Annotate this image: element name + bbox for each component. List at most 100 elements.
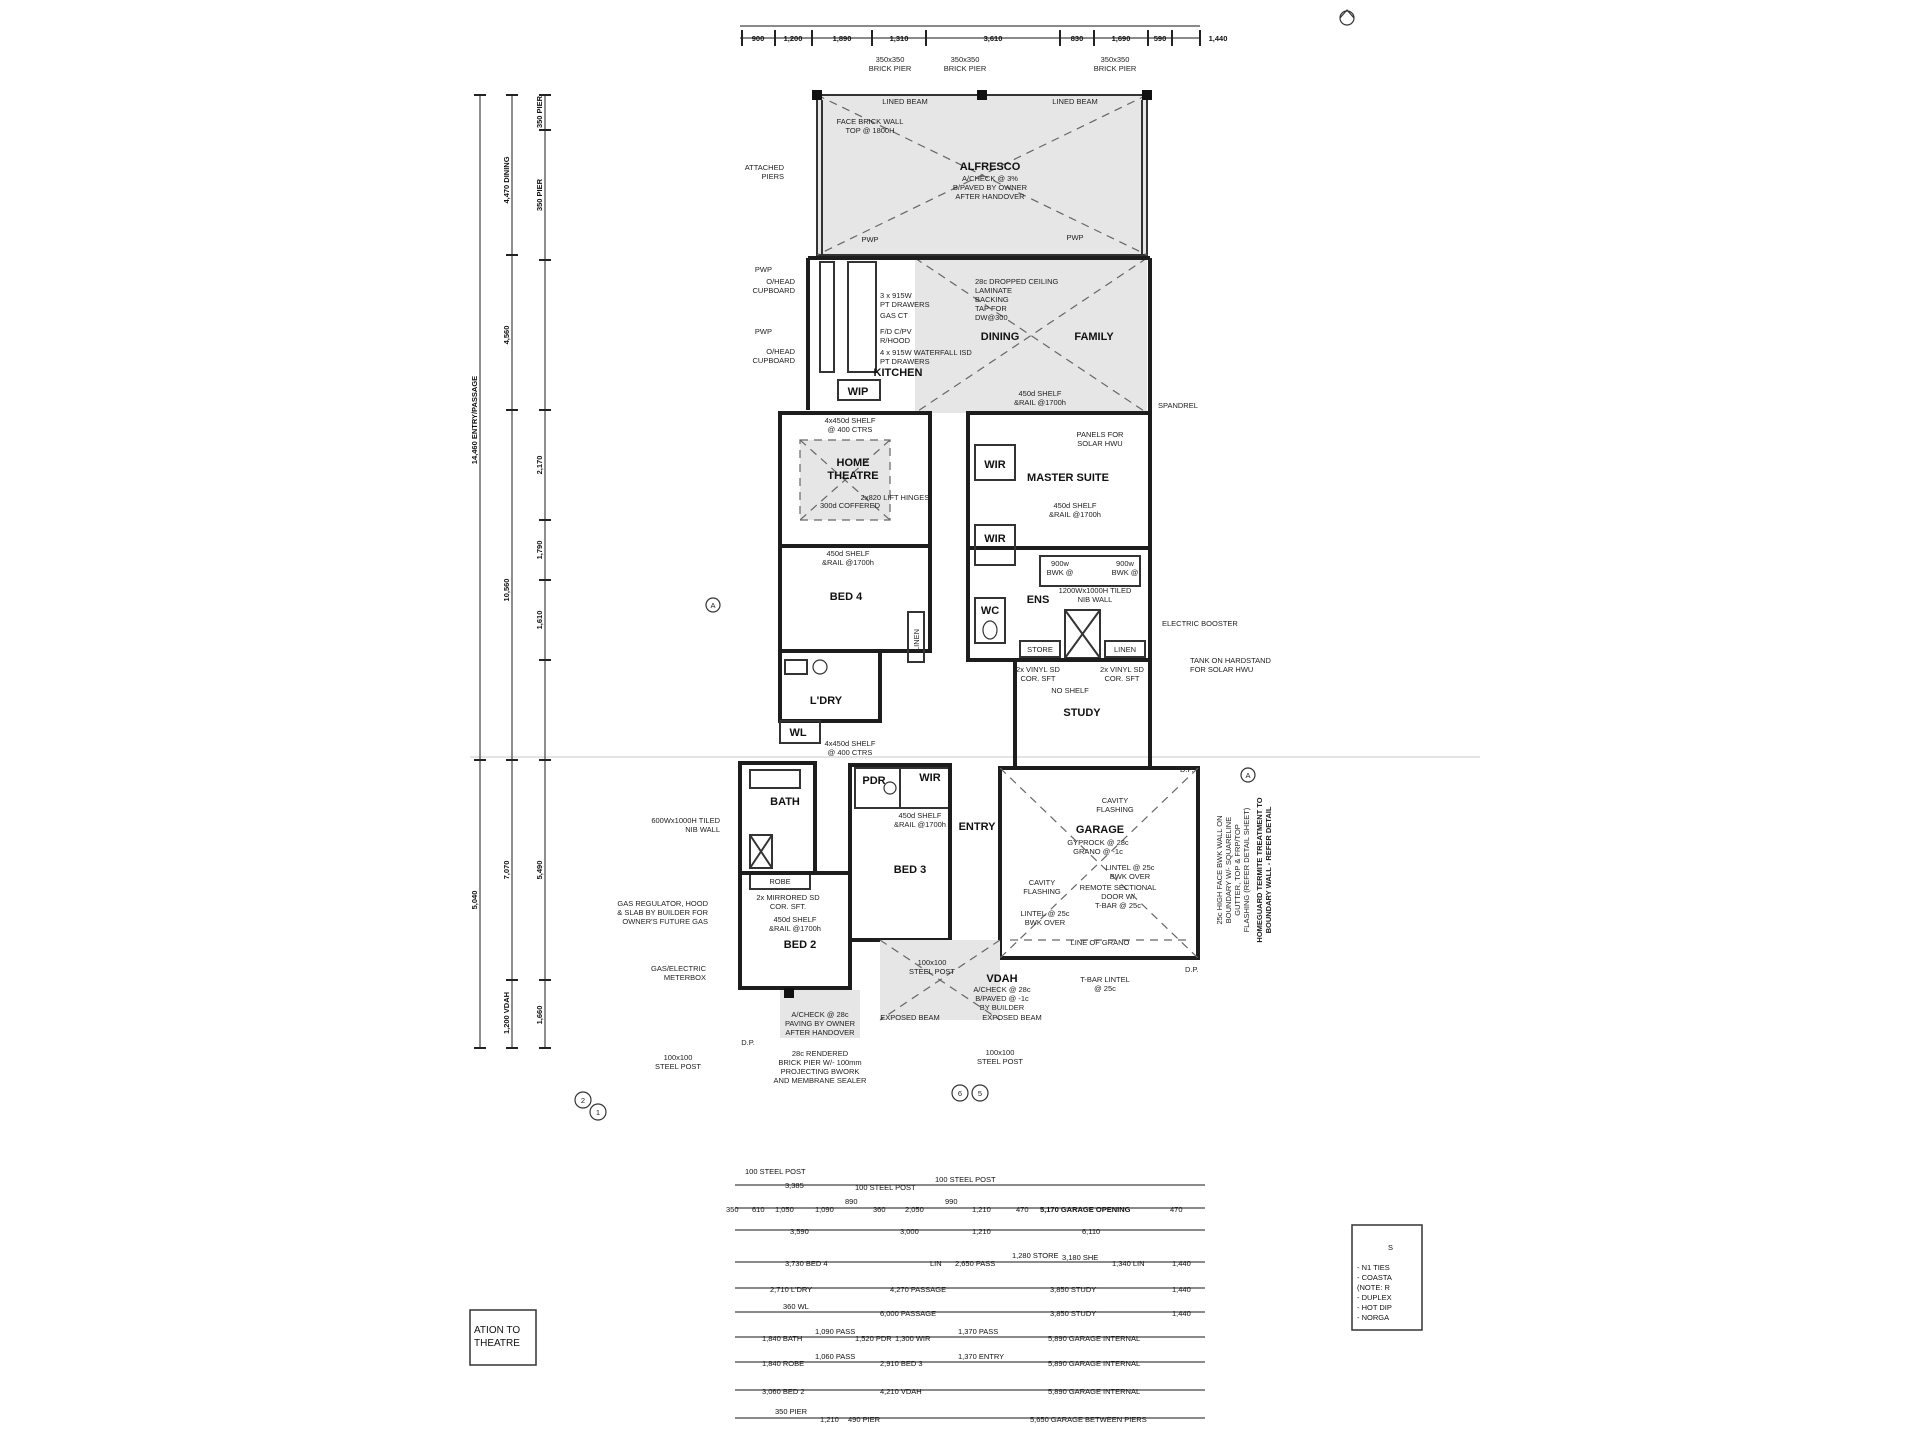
table-cell: 1,210 <box>972 1205 991 1214</box>
gyprock-note: GRANO @ -1c <box>1073 847 1123 856</box>
table-cell: 610 <box>752 1205 765 1214</box>
left-dim-o2: 4,470 DINING <box>502 156 511 203</box>
door-note: COR. SFT <box>1105 674 1140 683</box>
left-dimension-strings: 14,460 ENTRY/PASSAGE 5,040 4,470 DINING … <box>470 94 551 1049</box>
top-dim-8: 590 <box>1154 34 1167 43</box>
attached-piers-note: ATTACHED <box>745 163 785 172</box>
steel-post-note: 100x100 <box>918 958 947 967</box>
gas-note: & SLAB BY BUILDER FOR <box>617 908 708 917</box>
shelf-note: &RAIL @1700h <box>822 558 874 567</box>
room-label-entry: ENTRY <box>959 821 997 833</box>
table-cell: 1,280 STORE <box>1012 1251 1059 1260</box>
spec-text: S <box>1388 1243 1393 1252</box>
shelf-note: 450d SHELF <box>827 549 870 558</box>
left-dim-mid2: 10,560 <box>502 579 511 602</box>
mirror-note: 2x MIRRORED SD <box>756 893 820 902</box>
table-cell: 5,170 GARAGE OPENING <box>1040 1205 1131 1214</box>
alfresco-note: A/CHECK @ 3% <box>962 174 1018 183</box>
spec-text: (NOTE: R <box>1357 1283 1390 1292</box>
overhead-cupboard-note: O/HEAD <box>766 347 795 356</box>
solar-note: SOLAR HWU <box>1077 439 1122 448</box>
meterbox-note: GAS/ELECTRIC <box>651 964 707 973</box>
kitchen-note: 4 x 915W WATERFALL ISD <box>880 348 972 357</box>
room-label-dining: DINING <box>981 331 1020 343</box>
room-label-wip: WIP <box>848 386 869 398</box>
top-dim-2: 1,200 <box>784 34 803 43</box>
ensuite-area: WIR 900w BWK @ 900w BWK @ 1200Wx1000H TI… <box>966 524 1272 674</box>
pier-note: BRICK PIER <box>1094 64 1137 73</box>
table-cell: 990 <box>945 1197 958 1206</box>
table-cell: LIN <box>930 1259 942 1268</box>
table-cell: 470 <box>1016 1205 1029 1214</box>
bed-4: 450d SHELF &RAIL @1700h BED 4 LINEN <box>778 544 932 663</box>
overhead-cupboard-note: O/HEAD <box>766 277 795 286</box>
cavity-note: CAVITY <box>1029 878 1056 887</box>
remote-door-note: DOOR W/ <box>1101 892 1136 901</box>
top-dim-9: 1,440 <box>1209 34 1228 43</box>
shelf-note: 450d SHELF <box>1054 501 1097 510</box>
shelf-note: @ 400 CTRS <box>828 748 873 757</box>
table-cell: 1,060 PASS <box>815 1352 855 1361</box>
vdah-note: A/CHECK @ 28c <box>973 985 1030 994</box>
steel-post-note: STEEL POST <box>655 1062 701 1071</box>
room-label-ldry: L'DRY <box>810 695 843 707</box>
garage: CAVITY FLASHING GARAGE GYPROCK @ 28c GRA… <box>998 765 1273 993</box>
kitchen-note: 3 x 915W <box>880 291 913 300</box>
top-dim-5: 3,610 <box>984 34 1003 43</box>
verandah: VDAH A/CHECK @ 28c B/PAVED @ -1c BY BUIL… <box>655 939 1042 1085</box>
table-cell: 350 PIER <box>775 1407 808 1416</box>
solar-note: PANELS FOR <box>1077 430 1125 439</box>
kitchen-note: GAS CT <box>880 311 908 320</box>
shelf-note: 450d SHELF <box>899 811 942 820</box>
boundary-note: FLASHING (REFER DETAIL SHEET) <box>1242 807 1251 932</box>
elevation-marker: 5 <box>978 1089 982 1098</box>
table-cell: 1,340 LIN <box>1112 1259 1145 1268</box>
alfresco-note: B/PAVED BY OWNER <box>953 183 1028 192</box>
table-cell: 2,910 BED 3 <box>880 1359 923 1368</box>
door-note: 2x VINYL SD <box>1100 665 1144 674</box>
ceiling-note: BACKING <box>975 295 1009 304</box>
master-suite: WIR MASTER SUITE 450d SHELF &RAIL @1700h… <box>966 389 1198 550</box>
shelf-note: 450d SHELF <box>1019 389 1062 398</box>
lintel-note: BWK OVER <box>1110 872 1151 881</box>
render-note: AND MEMBRANE SEALER <box>774 1076 868 1085</box>
exposed-beam-note: EXPOSED BEAM <box>880 1013 940 1022</box>
gas-note: GAS REGULATOR, HOOD <box>617 899 708 908</box>
room-label-bed-2: BED 2 <box>784 939 816 951</box>
left-dim-mid3: 7,070 <box>502 861 511 880</box>
downpipe-note: D.P. <box>1180 765 1194 774</box>
shelf-note: &RAIL @1700h <box>894 820 946 829</box>
table-cell: 890 <box>845 1197 858 1206</box>
basin-note: BWK @ <box>1112 568 1139 577</box>
table-cell: 3,730 BED 4 <box>785 1259 828 1268</box>
overhead-cupboard-note: CUPBOARD <box>752 356 795 365</box>
specification-notes-box: S - N1 TIES - COASTA (NOTE: R - DUPLEX -… <box>1351 1224 1423 1331</box>
north-arrow-icon <box>1339 9 1355 26</box>
termite-note: BOUNDARY WALL - REFER DETAIL <box>1264 806 1273 933</box>
mirror-note: COR. SFT. <box>770 902 806 911</box>
meterbox-note: METERBOX <box>664 973 706 982</box>
table-cell: 100 STEEL POST <box>935 1175 996 1184</box>
gyprock-note: GYPROCK @ 28c <box>1067 838 1129 847</box>
attached-piers-note: PIERS <box>761 172 784 181</box>
left-dim-outer: 14,460 ENTRY/PASSAGE <box>470 376 479 464</box>
table-cell: 4,270 PASSAGE <box>890 1285 946 1294</box>
table-cell: 3,385 <box>785 1181 804 1190</box>
pier-note: BRICK PIER <box>944 64 987 73</box>
table-cell: 3,850 STUDY <box>1050 1285 1096 1294</box>
overhead-cupboard-note: CUPBOARD <box>752 286 795 295</box>
pier-note: 350x350 <box>876 55 905 64</box>
table-cell: 5,890 GARAGE INTERNAL <box>1048 1387 1140 1396</box>
vdah-note: B/PAVED @ -1c <box>975 994 1029 1003</box>
table-cell: 6,110 <box>1082 1227 1100 1236</box>
room-label-robe: ROBE <box>769 877 790 886</box>
porch-note: A/CHECK @ 28c <box>791 1010 848 1019</box>
room-label-vdah: VDAH <box>986 973 1017 985</box>
remote-door-note: REMOTE SECTIONAL <box>1080 883 1157 892</box>
room-label-garage: GARAGE <box>1076 824 1124 836</box>
spandrel-note: SPANDREL <box>1158 401 1198 410</box>
porch-note: AFTER HANDOVER <box>785 1028 855 1037</box>
table-cell: 2,710 L'DRY <box>770 1285 812 1294</box>
shelf-note: &RAIL @1700h <box>1049 510 1101 519</box>
